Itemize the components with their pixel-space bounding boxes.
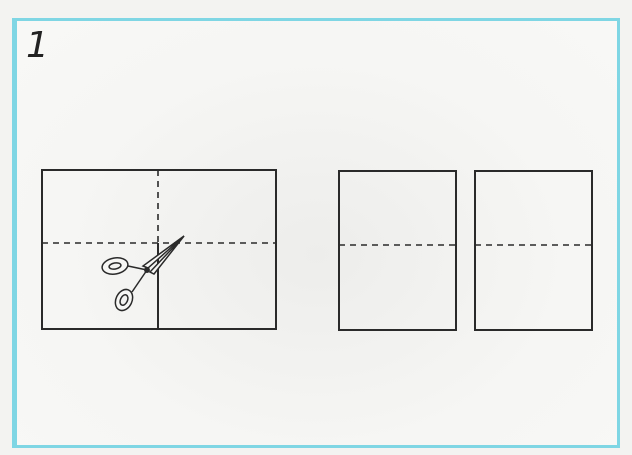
sheet-right [475, 171, 592, 330]
sheet-large [42, 170, 276, 329]
sheet-right-outline [475, 171, 592, 330]
sheet-middle-outline [339, 171, 456, 330]
sheet-middle [339, 171, 456, 330]
scissors-icon [101, 236, 184, 313]
